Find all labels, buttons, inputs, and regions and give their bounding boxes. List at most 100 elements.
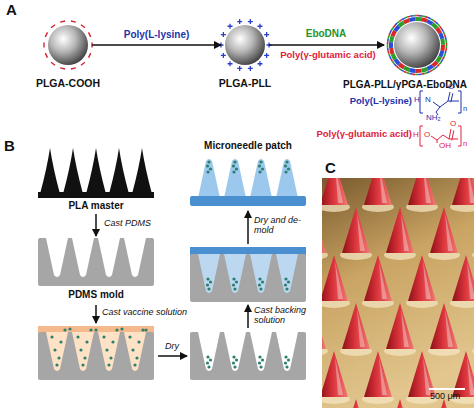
process-stage: PDMS mold [38,238,154,302]
stage-label: PLGA-PLL [219,77,272,89]
vaccine-particle [59,340,62,343]
mold-cavity [72,332,94,371]
vaccine-particle [76,335,79,338]
negative-charge [89,32,91,37]
mold-cavity [72,238,94,277]
vaccine-particle [206,283,209,286]
chemical-bond [458,91,461,113]
repeat-index: n [463,105,467,113]
vaccine-particle [102,335,105,338]
master-needle [63,148,83,194]
negative-charge [81,25,85,28]
patch-backing [190,196,306,206]
vaccine-particle [50,335,53,338]
needle-highlight [401,405,409,408]
scale-label: 500 μm [430,392,460,402]
vaccine-particle [85,340,88,343]
needle-highlight [335,357,343,395]
mold-cavity [224,254,246,293]
arrow-label: Cast PDMS [104,219,151,229]
vaccine-particle [259,365,262,368]
needle-highlight [401,309,409,347]
process-arrow [247,211,249,244]
plga-particle [48,25,88,65]
pdms-mold [38,326,154,380]
vaccine-particle [287,358,290,361]
vaccine-particle [89,328,92,331]
step-label: Dry and de-mold [254,216,304,236]
vaccine-particle [258,283,261,286]
vaccine-particle [258,355,261,358]
positive-charge [228,24,233,29]
mold-body [190,254,306,302]
mold-cavity [250,254,272,293]
vaccine-particle [261,167,264,170]
step-label: Dry [165,342,179,352]
needle-cone [452,351,474,397]
needle-cone [364,255,392,301]
vaccine-particle [128,335,131,338]
vaccine-particle [284,361,287,364]
needle-cone [386,303,414,349]
mold-cavity [124,238,146,277]
master-needle [40,148,60,194]
positive-charge [221,32,226,37]
process-stage: Microneedle patch [190,140,306,208]
needle-cone [342,207,370,253]
vaccine-particle [55,363,58,366]
negative-charge [51,62,55,65]
microneedle [224,159,246,198]
chemical-bond [458,126,461,146]
scale-bar [429,388,465,390]
atom-label: H [414,96,420,105]
needle-highlight [467,261,474,299]
step-label: Cast backing solution [254,306,316,326]
polymer-coat [391,19,443,71]
vaccine-particle [120,327,123,330]
node-shape [38,238,154,286]
vaccine-particle [261,280,264,283]
mold-cavity [46,332,68,371]
vaccine-particle [258,170,261,173]
needle-cone [408,351,436,397]
positive-charge [264,32,269,37]
repeat-index: n [463,140,467,148]
microneedle [250,159,272,198]
chemical-bond [449,139,458,140]
vaccine-particle [207,365,210,368]
photo-content [322,178,474,408]
positive-charge [257,61,262,66]
positive-charge [257,24,262,29]
vaccine-particle [259,160,262,163]
chemical-bond [437,140,438,143]
vaccine-particle [233,160,236,163]
process-arrow [247,305,249,328]
vaccine-particle [68,327,71,330]
vaccine-particle [206,355,209,358]
chemical-bond [448,101,459,102]
needle-highlight [379,178,387,203]
vaccine-particle [235,280,238,283]
needle-highlight [423,178,431,203]
mold-cavity [224,332,246,371]
atom-label: N [425,96,431,105]
vaccine-particle [259,287,262,290]
negative-charge [51,25,55,28]
plga-particle [394,22,440,68]
needle-highlight [335,178,343,203]
needle-cone [408,255,436,301]
needle-highlight [357,405,365,408]
vaccine-particle [206,170,209,173]
vaccine-particle [206,277,209,280]
vaccine-particle [232,277,235,280]
process-arrow [158,355,187,357]
vaccine-particle [287,167,290,170]
needle-cone [322,178,348,205]
needle-highlight [379,357,387,395]
vaccine-particle [261,358,264,361]
needle-cone [322,207,326,253]
atom-label: O [424,131,430,140]
vaccine-particle [141,328,144,331]
negative-charge [43,43,44,48]
vaccine-particle [83,356,86,359]
